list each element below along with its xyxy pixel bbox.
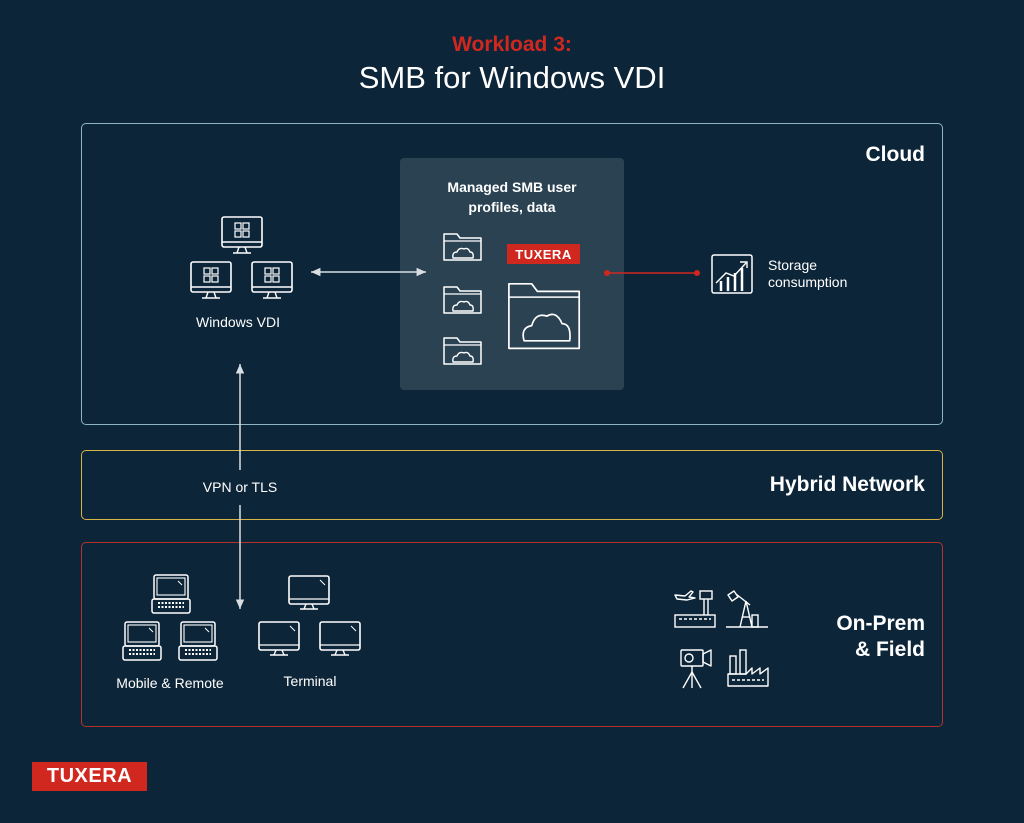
managed-title-line2: profiles, data xyxy=(468,199,556,215)
cloud-zone xyxy=(81,123,943,425)
hybrid-network-zone xyxy=(81,450,943,520)
terminal-label: Terminal xyxy=(283,673,337,689)
growth-chart-icon xyxy=(711,254,753,294)
factory-icon xyxy=(727,649,769,687)
hybrid-zone-label: Hybrid Network xyxy=(769,473,925,496)
onprem-label-line2: & Field xyxy=(854,638,925,661)
windows-vdi-label: Windows VDI xyxy=(195,314,281,330)
page-title: SMB for Windows VDI xyxy=(358,60,666,95)
camera-tripod-icon xyxy=(680,649,712,689)
mobile-remote-label: Mobile & Remote xyxy=(116,675,224,691)
onprem-label-line1: On-Prem xyxy=(836,612,925,635)
laptop-icon xyxy=(122,621,162,661)
oil-pump-icon xyxy=(726,590,768,628)
storage-label-line1: Storage xyxy=(768,257,818,273)
laptop-icon xyxy=(151,574,191,614)
monitor-icon xyxy=(288,575,330,610)
laptop-icon xyxy=(178,621,218,661)
tuxera-footer-logo: TUXERA xyxy=(32,762,147,791)
onprem-zone-label: On-Prem & Field xyxy=(836,611,925,663)
airport-icon xyxy=(674,590,716,628)
onprem-field-zone xyxy=(81,542,943,727)
connector-dot xyxy=(694,270,700,276)
title-kicker: Workload 3: xyxy=(452,33,572,56)
managed-title-line1: Managed SMB user xyxy=(447,179,577,195)
windows-desktop-icon xyxy=(190,261,232,299)
connector-dot xyxy=(604,270,610,276)
cloud-folder-icon xyxy=(443,233,482,261)
large-cloud-folder-icon xyxy=(508,282,581,350)
storage-consumption-label: Storage consumption xyxy=(768,257,847,291)
windows-desktop-icon xyxy=(221,216,263,254)
tuxera-panel-logo: TUXERA xyxy=(507,244,580,264)
cloud-zone-label: Cloud xyxy=(865,143,925,166)
vpn-tls-label: VPN or TLS xyxy=(202,479,278,495)
monitor-icon xyxy=(319,621,361,656)
cloud-folder-icon xyxy=(443,286,482,314)
windows-desktop-icon xyxy=(251,261,293,299)
managed-panel-title: Managed SMB user profiles, data xyxy=(400,177,624,217)
managed-smb-panel xyxy=(400,158,624,390)
storage-label-line2: consumption xyxy=(768,274,848,290)
cloud-folder-icon xyxy=(443,337,482,365)
monitor-icon xyxy=(258,621,300,656)
